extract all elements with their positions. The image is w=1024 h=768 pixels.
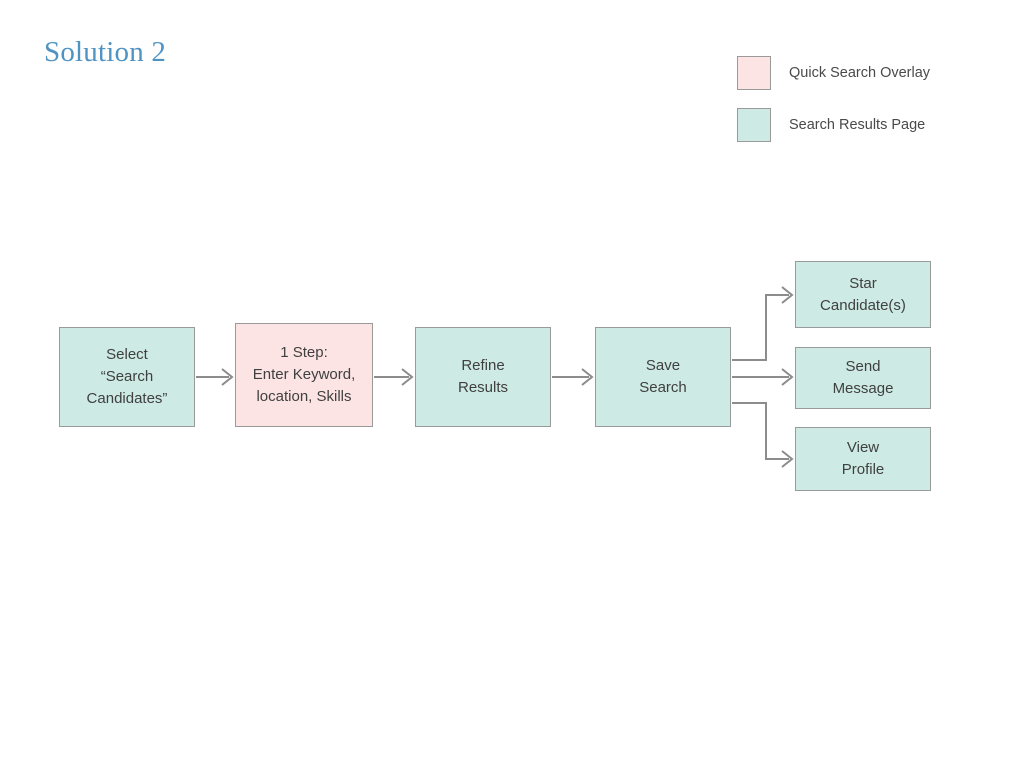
legend-label-search-results-page: Search Results Page [789, 116, 926, 133]
flow-node-view-profile[interactable]: View Profile [795, 427, 931, 491]
flow-node-star-candidates[interactable]: Star Candidate(s) [795, 261, 931, 328]
arrowhead-refine-to-save [581, 368, 594, 386]
legend: Quick Search Overlay Search Results Page [737, 56, 997, 160]
arrowhead-select-to-onestep [221, 368, 234, 386]
arrowhead-save-to-star [781, 286, 794, 304]
edge-save-to-viewprofile [732, 402, 789, 460]
legend-item-search-results-page: Search Results Page [737, 108, 997, 142]
arrowhead-save-to-message [781, 368, 794, 386]
legend-swatch-quick-search-overlay [737, 56, 771, 90]
flow-node-refine-results[interactable]: Refine Results [415, 327, 551, 427]
legend-swatch-search-results-page [737, 108, 771, 142]
flow-node-save-search[interactable]: Save Search [595, 327, 731, 427]
legend-item-quick-search-overlay: Quick Search Overlay [737, 56, 997, 90]
flow-node-send-message[interactable]: Send Message [795, 347, 931, 409]
page-title: Solution 2 [44, 36, 167, 68]
flow-node-select-search-candidates[interactable]: Select “Search Candidates” [59, 327, 195, 427]
edge-save-to-star [732, 294, 789, 361]
arrowhead-onestep-to-refine [401, 368, 414, 386]
arrowhead-save-to-viewprofile [781, 450, 794, 468]
legend-label-quick-search-overlay: Quick Search Overlay [789, 64, 931, 81]
flow-node-one-step-enter-keyword[interactable]: 1 Step: Enter Keyword, location, Skills [235, 323, 373, 427]
